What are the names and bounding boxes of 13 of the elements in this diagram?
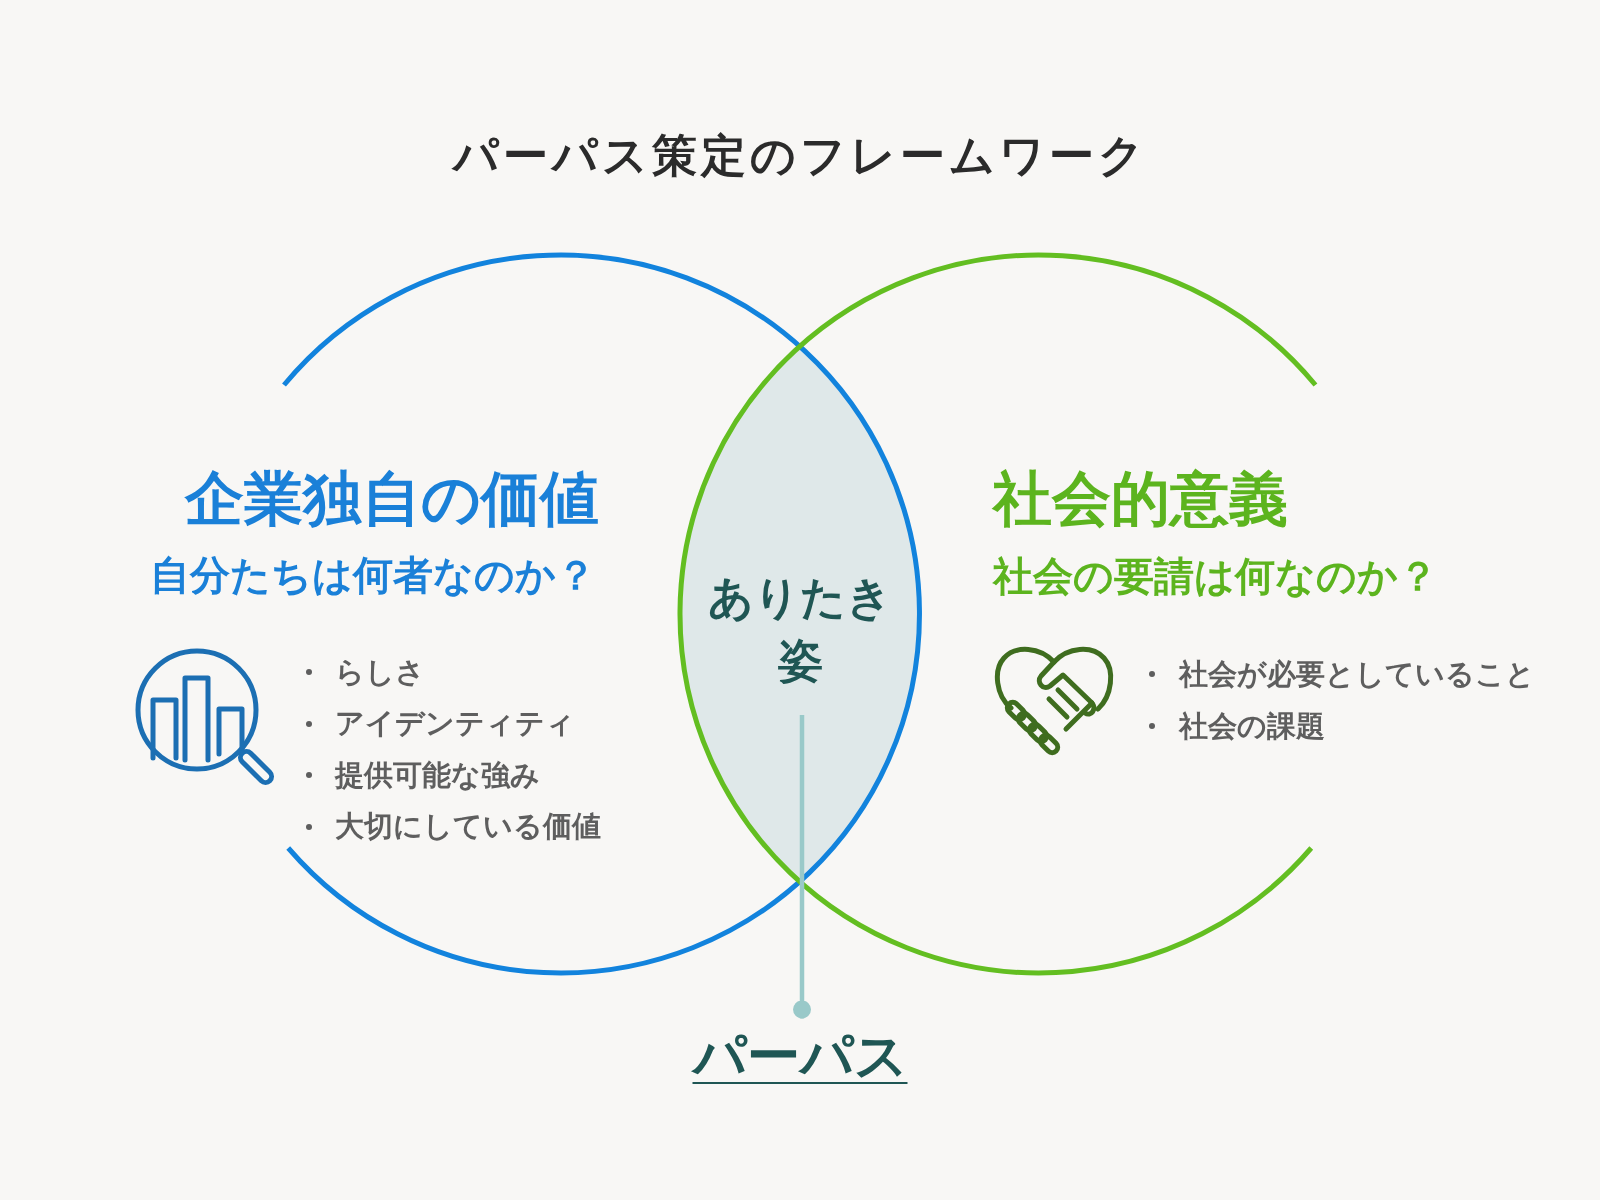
list-item: アイデンティティ <box>335 709 575 738</box>
list-item: 大切にしている価値 <box>335 812 601 841</box>
heading: 社会的意義 <box>993 468 1288 528</box>
list-item: 提供可能な強み <box>335 760 540 790</box>
subheading: 自分たちは何者なのか？ <box>150 555 596 595</box>
node-label: ありたき姿 <box>707 569 893 689</box>
list-item: 社会の課題 <box>1179 711 1325 741</box>
heading: 企業独自の価値 <box>185 468 599 528</box>
list-item: 社会が必要としていること <box>1179 659 1535 689</box>
subheading: 社会の要請は何なのか？ <box>993 556 1438 596</box>
underlined-label: パーパス <box>692 1024 908 1086</box>
list-item: らしさ <box>335 657 425 687</box>
title: パーパス策定のフレームワーク <box>452 132 1148 178</box>
